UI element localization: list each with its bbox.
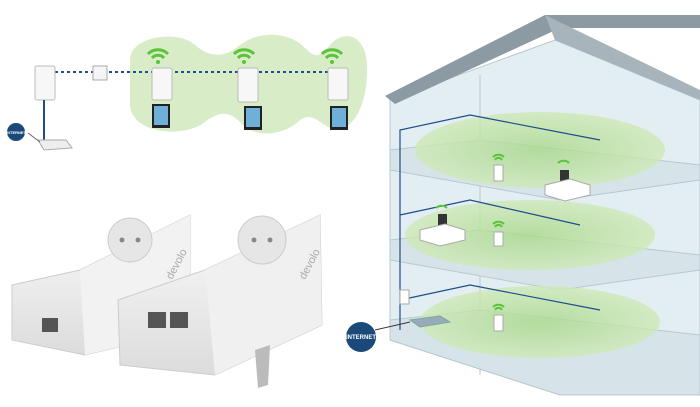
powerline-adapter-icon <box>34 65 56 101</box>
ethernet-port <box>148 312 166 328</box>
powerline-adapter-icon <box>399 289 410 305</box>
roof <box>385 15 700 104</box>
powerline-wiring <box>399 114 601 330</box>
wifi-icon <box>492 153 505 161</box>
powerline-adapter-icon <box>493 231 504 247</box>
powerline-adapter-icon <box>237 67 259 103</box>
wifi-icon <box>492 303 505 311</box>
router-icon <box>37 139 73 151</box>
wifi-icon <box>557 159 570 164</box>
adapter-wifi: devolo <box>117 214 323 388</box>
wifi-icon <box>232 48 256 60</box>
network-diagram: INTERNET <box>6 34 368 151</box>
coverage-area <box>405 200 655 270</box>
house-diagram: INTERNET <box>346 15 700 396</box>
wifi-icon <box>146 48 170 60</box>
product-adapters: devolo devolo <box>11 214 323 388</box>
repeater-1 <box>146 48 173 128</box>
internet-label: INTERNET <box>346 335 376 341</box>
wifi-icon <box>435 204 448 209</box>
powerline-adapter-icon <box>327 67 349 101</box>
internet-badge: INTERNET <box>6 123 27 141</box>
ethernet-port <box>42 318 58 332</box>
wall-socket-icon <box>92 65 108 81</box>
powerline-adapter-icon <box>151 67 173 101</box>
powerline-adapter-icon <box>493 314 504 332</box>
tablet-icon <box>438 214 447 226</box>
wifi-icon <box>320 48 344 60</box>
powerline-adapter-icon <box>493 164 504 182</box>
tablet-icon <box>560 170 569 182</box>
coverage-area <box>420 286 660 358</box>
internet-label: INTERNET <box>6 130 27 135</box>
internet-badge: INTERNET <box>346 322 376 352</box>
wifi-icon <box>492 220 505 228</box>
furniture <box>544 178 591 202</box>
repeater-3 <box>320 48 349 130</box>
coverage-area <box>415 112 665 188</box>
furniture <box>419 223 466 247</box>
ethernet-port <box>170 312 188 328</box>
router-icon <box>408 315 452 328</box>
repeater-2 <box>232 48 262 130</box>
